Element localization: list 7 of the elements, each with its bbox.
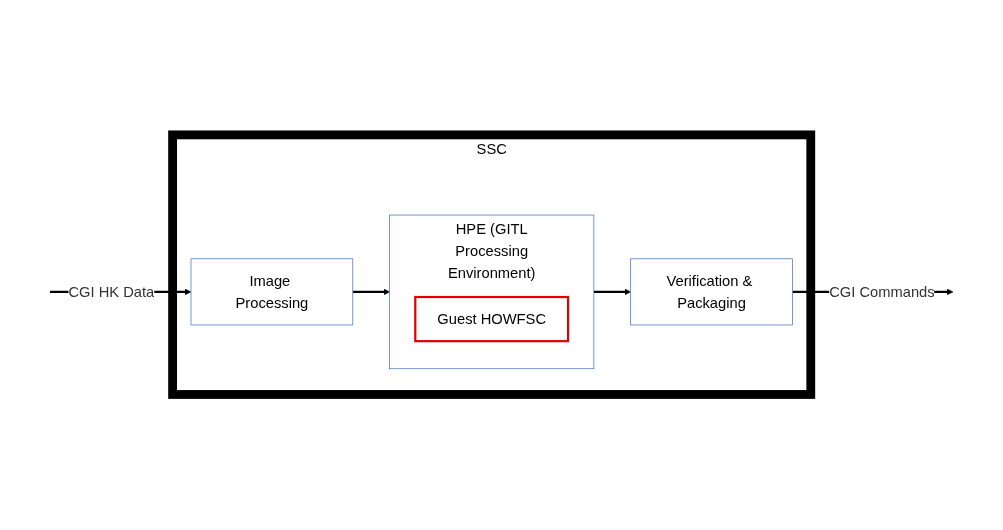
- arrow: [352, 288, 390, 296]
- edge-label: CGI Commands: [829, 284, 935, 301]
- node-box: Guest HOWFSC: [414, 296, 570, 343]
- node-box: Image Processing: [190, 258, 354, 326]
- node-box: Verification & Packaging: [630, 258, 793, 326]
- edge-label: CGI HK Data: [68, 284, 155, 301]
- arrow: [593, 288, 631, 296]
